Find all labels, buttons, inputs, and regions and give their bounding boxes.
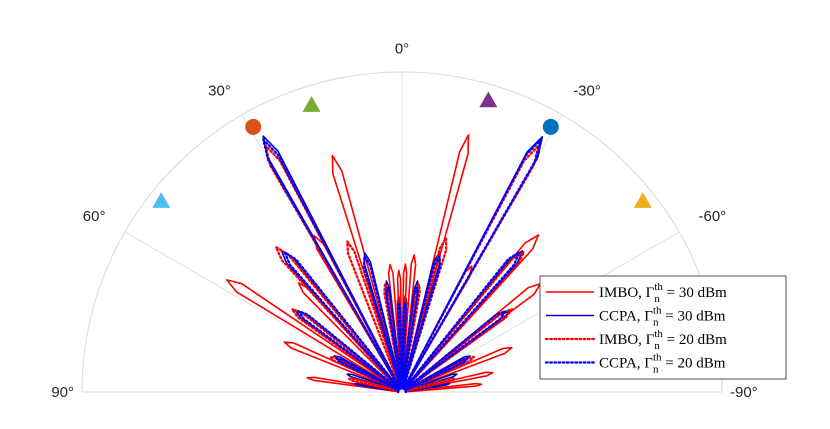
theta-tick-label: 0° (395, 41, 409, 58)
series-lines (226, 134, 544, 394)
marker-orange-circle (245, 118, 262, 135)
angle-tick-labels: 0° 30° -30° 60° -60° 90° -90° (51, 41, 757, 401)
series-line-1 (226, 134, 542, 393)
theta-tick-label: -60° (699, 208, 727, 225)
marker-purple-triangle (479, 91, 498, 108)
theta-tick-label: 30° (208, 82, 231, 99)
marker-yellow-triangle (633, 192, 652, 208)
target-markers (152, 91, 652, 208)
marker-blue-circle (542, 118, 559, 135)
theta-tick-label: -90° (730, 384, 758, 401)
theta-tick-label: 60° (83, 208, 106, 225)
marker-green-triangle (302, 96, 321, 112)
series-line-4 (262, 138, 542, 394)
theta-tick-label: -30° (573, 82, 601, 99)
theta-tick-label: 90° (51, 384, 74, 401)
marker-cyan-triangle (152, 192, 171, 208)
